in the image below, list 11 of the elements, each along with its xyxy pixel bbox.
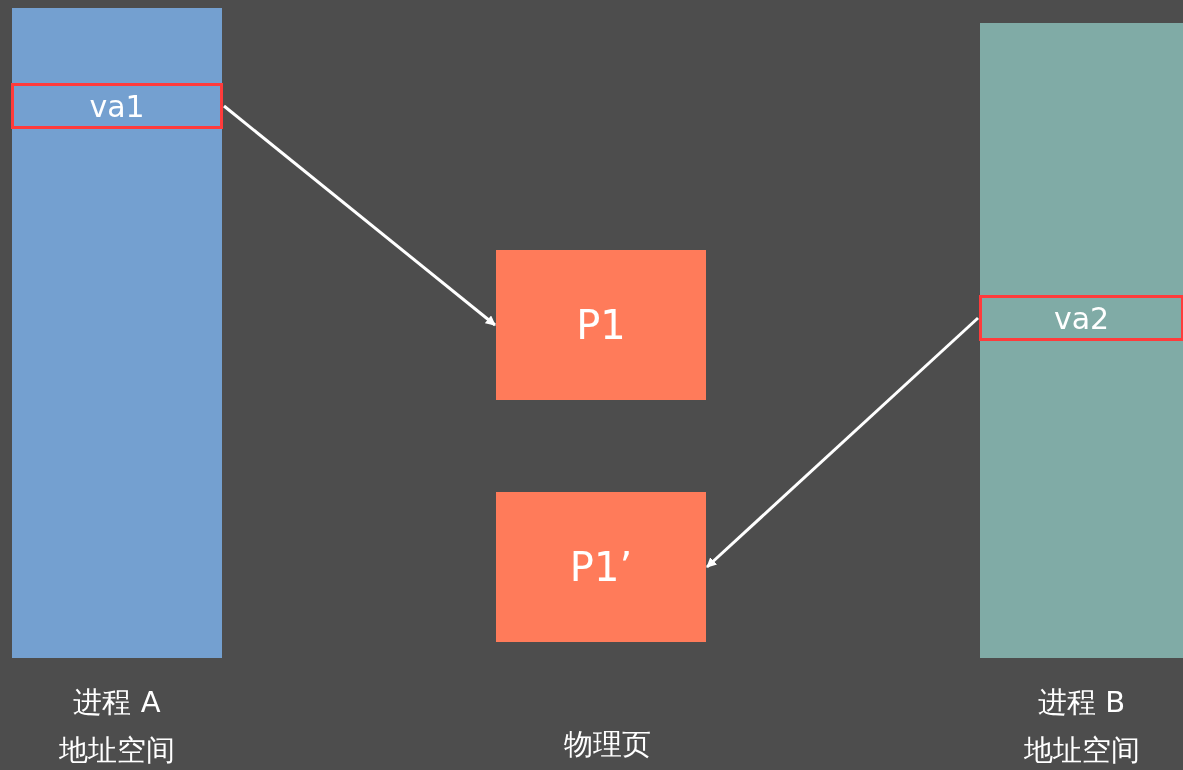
address-slot: va2 — [979, 295, 1183, 341]
physical-page-box: P1’ — [496, 492, 706, 642]
column-caption: 地址空间 — [1023, 732, 1140, 769]
column-caption: 进程 A — [73, 684, 161, 721]
physical-page-box: P1 — [496, 250, 706, 400]
column-caption: 进程 B — [1037, 684, 1126, 721]
arrow — [706, 316, 979, 569]
column-caption: 地址空间 — [59, 732, 175, 769]
section-label: 物理页 — [563, 726, 651, 763]
arrow — [223, 104, 496, 327]
address-slot: va1 — [11, 83, 223, 129]
